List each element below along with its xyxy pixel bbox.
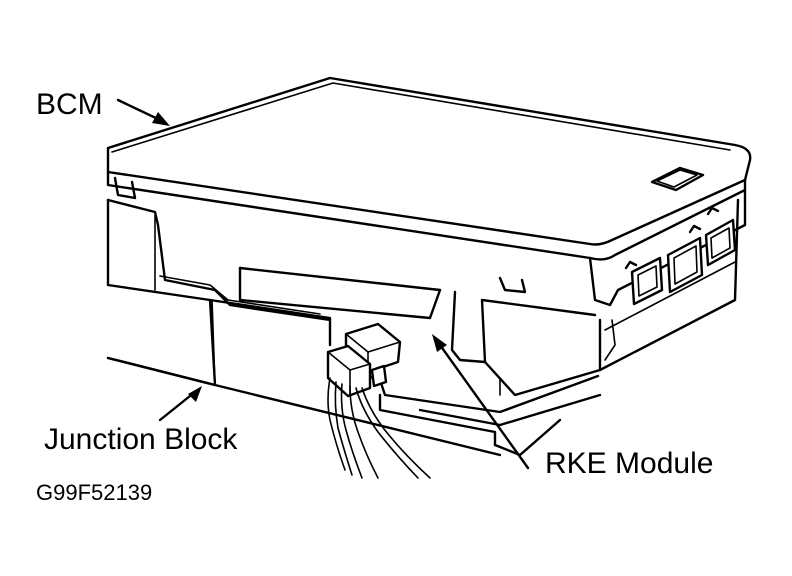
wire-harness	[327, 377, 431, 479]
rke-module-label: RKE Module	[545, 447, 713, 480]
rke-connector	[326, 322, 402, 398]
rke-module-callout-arrow	[432, 334, 530, 470]
bcm-callout-arrow	[116, 98, 170, 126]
junction-block-housing	[106, 198, 502, 457]
junction-block-label: Junction Block	[44, 423, 238, 456]
bcm-label: BCM	[36, 88, 103, 121]
junction-block-callout-arrow	[158, 386, 202, 422]
figure-id-label: G99F52139	[36, 480, 152, 505]
bcm-housing	[106, 76, 752, 397]
